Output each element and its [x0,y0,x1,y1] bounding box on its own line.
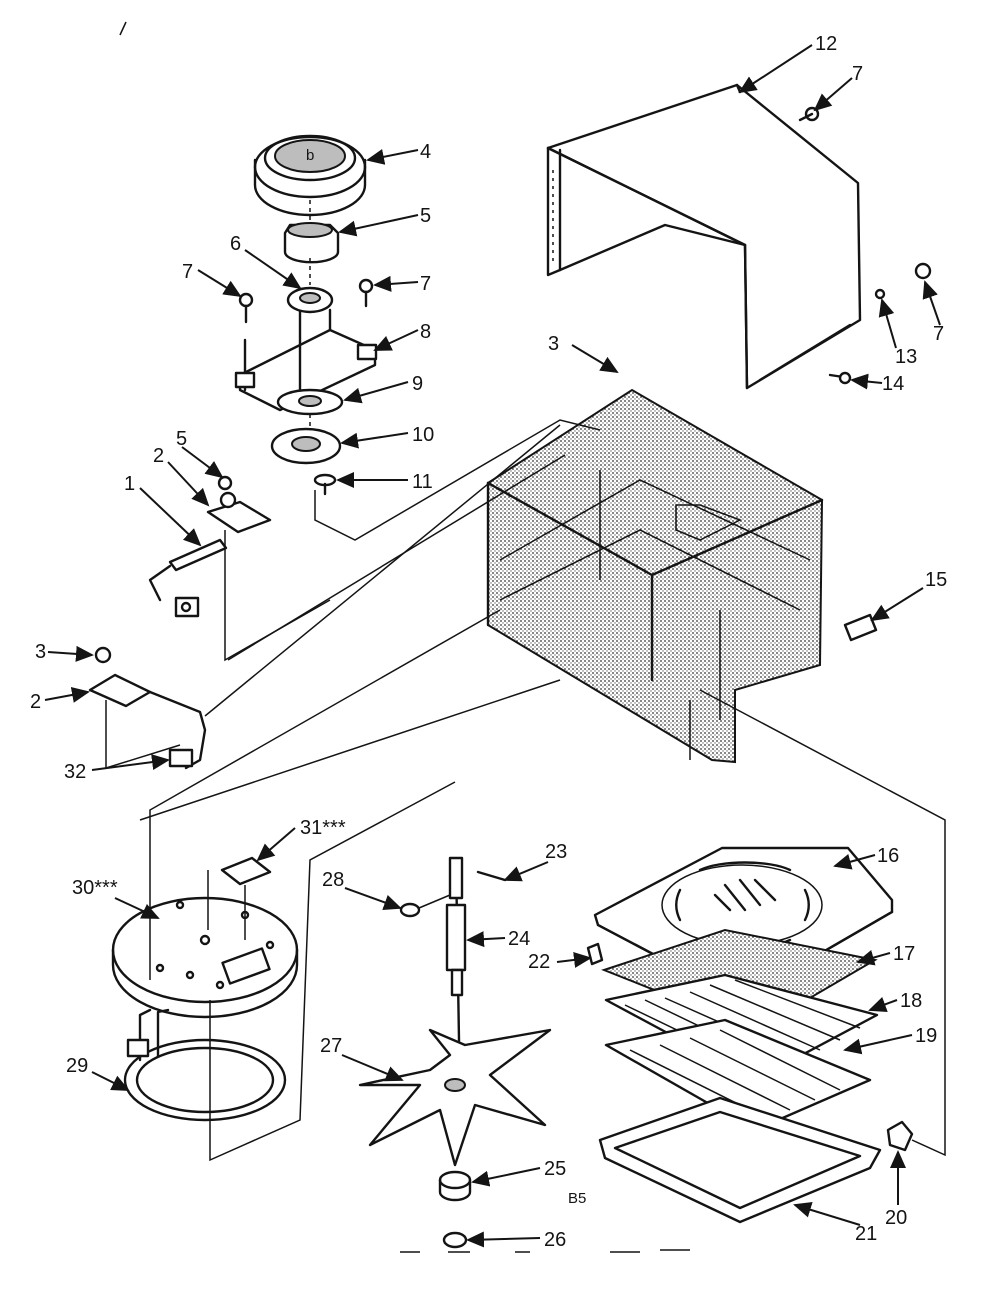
leader-arrows [44,44,941,1248]
label-26: 26 [544,1229,566,1251]
pulley-4: b [253,134,367,217]
assembly-line-upper [314,419,601,541]
label-3-cavity: 3 [548,333,559,355]
label-20: 20 [885,1207,907,1229]
thermostat-1 [148,538,228,618]
label-21: 21 [855,1223,877,1245]
screw-22 [586,942,604,966]
foot-20 [886,1120,914,1152]
label-13: 13 [895,346,917,368]
label-27: 27 [320,1035,342,1057]
label-7-bracket-right: 7 [420,273,431,295]
tray-21 [598,1096,882,1224]
label-2-lower: 2 [30,691,41,713]
label-5-bracket: 5 [176,428,187,450]
nut-26 [442,1231,468,1249]
label-24: 24 [508,928,530,950]
label-7-top: 7 [852,63,863,85]
label-22: 22 [528,951,550,973]
label-6: 6 [230,233,241,255]
label-29: 29 [66,1055,88,1077]
label-19: 19 [915,1025,937,1047]
label-3-lower: 3 [35,641,46,663]
diagram-code: B5 [568,1190,586,1207]
svg-text:b: b [306,147,314,164]
motor-bracket-8 [234,286,378,412]
nut-28 [399,894,451,918]
label-12: 12 [815,33,837,55]
label-15: 15 [925,569,947,591]
outer-cabinet-12 [546,83,862,390]
label-16: 16 [877,845,899,867]
bottom-scan-marks [400,1249,690,1253]
gasket-10 [270,427,342,465]
stray-mark [119,21,127,36]
label-8: 8 [420,321,431,343]
pad-31 [207,856,272,940]
label-25: 25 [544,1158,566,1180]
heating-element-29 [123,1008,287,1122]
screw-7-bracket-right [358,278,374,308]
label-18: 18 [900,990,922,1012]
frame-line-racks [699,689,946,1157]
clip-15 [843,613,878,642]
callout-labels: 4 5 6 7 7 8 9 10 11 12 7 7 13 14 3 5 2 1… [30,33,947,1251]
label-7-bracket-left: 7 [182,261,193,283]
heater-plate-30 [111,896,299,1019]
label-14: 14 [882,373,904,395]
label-31: 31*** [300,817,346,839]
label-32: 32 [64,761,86,783]
label-7-right: 7 [933,323,944,345]
oven-cavity [486,388,824,764]
fan-blade-27 [358,1028,552,1167]
hub-25 [438,1170,472,1202]
assembly-line-mid [227,454,566,661]
label-23: 23 [545,841,567,863]
assembly-line-lower [149,609,501,830]
label-5: 5 [420,205,431,227]
bracket-2-upper [206,475,331,662]
rack-19 [604,1018,872,1132]
label-9: 9 [412,373,423,395]
label-10: 10 [412,424,434,446]
bushing-5 [283,222,340,264]
pin-23 [476,870,507,882]
screw-11 [313,473,337,496]
label-28: 28 [322,869,344,891]
assembly-line-heater [139,679,561,821]
washer-9 [276,388,344,416]
label-17: 17 [893,943,915,965]
screw-7-bracket-left [238,292,254,324]
label-1: 1 [124,473,135,495]
label-2-upper: 2 [153,445,164,467]
bracket-2-lower [88,424,561,770]
label-30: 30*** [72,877,118,899]
screw-7-right [874,262,932,300]
label-4: 4 [420,141,431,163]
label-11: 11 [412,471,433,493]
screw-14 [828,371,852,385]
